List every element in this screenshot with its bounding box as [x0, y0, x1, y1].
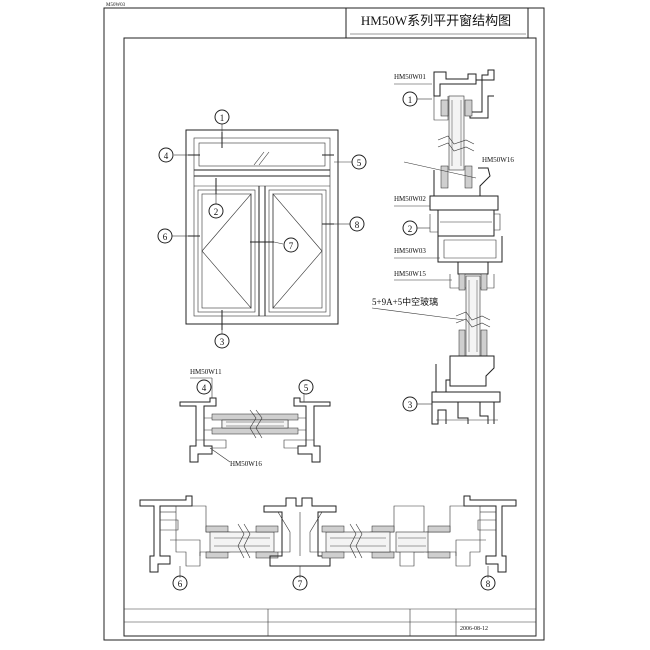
callout-3: 3	[214, 333, 230, 349]
left-sash	[197, 189, 256, 313]
label-hm50w16-upper: HM50W16	[482, 156, 514, 164]
callout-8: 8	[349, 216, 365, 232]
callout-1: 1	[214, 109, 230, 125]
svg-text:3: 3	[408, 400, 413, 410]
svg-text:7: 7	[298, 579, 303, 589]
section-callout-8: 8	[480, 575, 496, 591]
callout-7: 7	[283, 237, 299, 253]
bottom-title-rows: 2006-08-12	[124, 38, 537, 636]
horizontal-section-6-8: 6 7 8	[139, 495, 517, 591]
label-hm50w15: HM50W15	[394, 270, 426, 278]
callout-6: 6	[157, 228, 173, 244]
drawing-date: 2006-08-12	[460, 626, 488, 632]
section-callout-5: 5	[298, 379, 314, 395]
callout-4: 4	[158, 147, 174, 163]
window-elevation: 1 4 5 2 6 7 8 3	[157, 109, 367, 349]
section-callout-1: 1	[402, 91, 418, 107]
right-opening-mark	[272, 193, 323, 309]
label-hm50w02: HM50W02	[394, 195, 426, 203]
svg-text:4: 4	[202, 383, 207, 393]
section-callout-7: 7	[292, 575, 308, 591]
svg-text:8: 8	[355, 220, 360, 230]
svg-text:6: 6	[163, 232, 168, 242]
label-hm50w16-lower: HM50W16	[230, 460, 262, 468]
svg-text:1: 1	[220, 113, 225, 123]
left-opening-mark	[201, 193, 252, 309]
svg-text:3: 3	[220, 337, 225, 347]
outer-border	[103, 7, 545, 641]
section-callout-2: 2	[402, 220, 418, 236]
outer-frame	[185, 129, 339, 325]
vertical-section-1-3: HM50W01 HM50W16 HM50W02 HM50W03 HM50W15 …	[371, 69, 514, 425]
corner-mark: M50W03	[106, 3, 126, 8]
svg-text:1: 1	[408, 95, 413, 105]
section-callout-4: 4	[196, 379, 212, 395]
callout-5: 5	[351, 154, 367, 170]
right-sash	[268, 189, 327, 313]
svg-text:6: 6	[178, 579, 183, 589]
svg-text:7: 7	[289, 241, 294, 251]
svg-text:5: 5	[304, 383, 309, 393]
section-callout-3: 3	[402, 396, 418, 412]
label-hm50w01: HM50W01	[394, 73, 426, 81]
label-hm50w11: HM50W11	[190, 368, 222, 376]
glass-spec-label: 5+9A+5中空玻璃	[372, 296, 438, 307]
svg-text:5: 5	[357, 158, 362, 168]
svg-text:8: 8	[486, 579, 491, 589]
title-block: HM50W系列平开窗结构图	[345, 8, 529, 38]
label-hm50w03: HM50W03	[394, 247, 426, 255]
horizontal-section-4-5: HM50W11 HM50W16 4 5	[179, 368, 331, 468]
drawing-title: HM50W系列平开窗结构图	[361, 13, 511, 28]
section-callout-6: 6	[172, 575, 188, 591]
svg-text:2: 2	[214, 207, 219, 217]
svg-text:2: 2	[408, 224, 413, 234]
callout-2: 2	[208, 203, 224, 219]
svg-text:4: 4	[164, 151, 169, 161]
